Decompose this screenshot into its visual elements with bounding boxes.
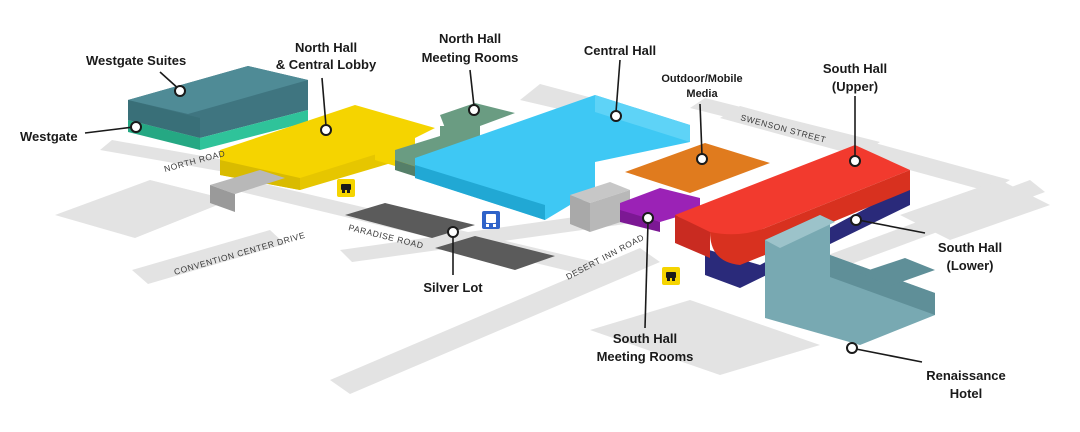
north-hall-building[interactable]	[210, 105, 435, 212]
callout-central-hall	[610, 59, 622, 122]
callout-south-upper	[849, 96, 861, 167]
callout-south-meeting	[642, 212, 654, 329]
label-south-meeting-1: South Hall	[613, 331, 677, 346]
label-renaissance-2: Hotel	[950, 386, 983, 401]
label-central-hall: Central Hall	[584, 43, 656, 58]
desert-inn-road	[340, 210, 640, 262]
label-north-meeting-2: Meeting Rooms	[422, 50, 519, 65]
taxi-icon[interactable]	[337, 179, 355, 197]
callout-westgate-suites	[159, 71, 186, 97]
label-westgate: Westgate	[20, 129, 78, 144]
callout-westgate	[84, 121, 142, 134]
label-outdoor-2: Media	[686, 88, 718, 100]
central-hall-building[interactable]	[415, 95, 690, 220]
south-ground	[590, 300, 820, 375]
westgate-building[interactable]	[128, 66, 308, 150]
west-ground	[55, 180, 230, 238]
callout-silver-lot	[447, 226, 459, 275]
label-north-meeting-1: North Hall	[439, 31, 501, 46]
bus-icon[interactable]	[482, 211, 500, 229]
label-north-hall-2: & Central Lobby	[276, 57, 377, 72]
label-silver-lot: Silver Lot	[423, 280, 483, 295]
taxi-icon[interactable]	[662, 267, 680, 285]
outdoor-media-lot[interactable]	[625, 143, 770, 193]
label-westgate-suites: Westgate Suites	[86, 53, 186, 68]
callout-north-hall	[320, 77, 332, 136]
label-south-upper-2: (Upper)	[832, 79, 878, 94]
east-ground	[900, 180, 1050, 240]
label-renaissance-1: Renaissance	[926, 368, 1006, 383]
callout-north-meeting	[468, 69, 480, 116]
north-road	[100, 140, 225, 172]
convention-center-drive	[132, 230, 285, 284]
label-south-lower-1: South Hall	[938, 240, 1002, 255]
callout-renaissance	[846, 342, 923, 363]
northeast-road	[690, 98, 880, 152]
label-south-meeting-2: Meeting Rooms	[597, 349, 694, 364]
callout-outdoor-media	[696, 103, 708, 165]
north-meeting-building[interactable]	[395, 103, 515, 178]
silver-lot[interactable]	[345, 203, 555, 270]
renaissance-hotel[interactable]	[765, 215, 935, 345]
callout-south-lower	[850, 214, 926, 234]
label-south-lower-2: (Lower)	[947, 258, 994, 273]
label-north-hall-1: North Hall	[295, 40, 357, 55]
label-outdoor-1: Outdoor/Mobile	[661, 73, 742, 85]
label-south-upper-1: South Hall	[823, 61, 887, 76]
south-diagonal-road	[330, 248, 660, 394]
